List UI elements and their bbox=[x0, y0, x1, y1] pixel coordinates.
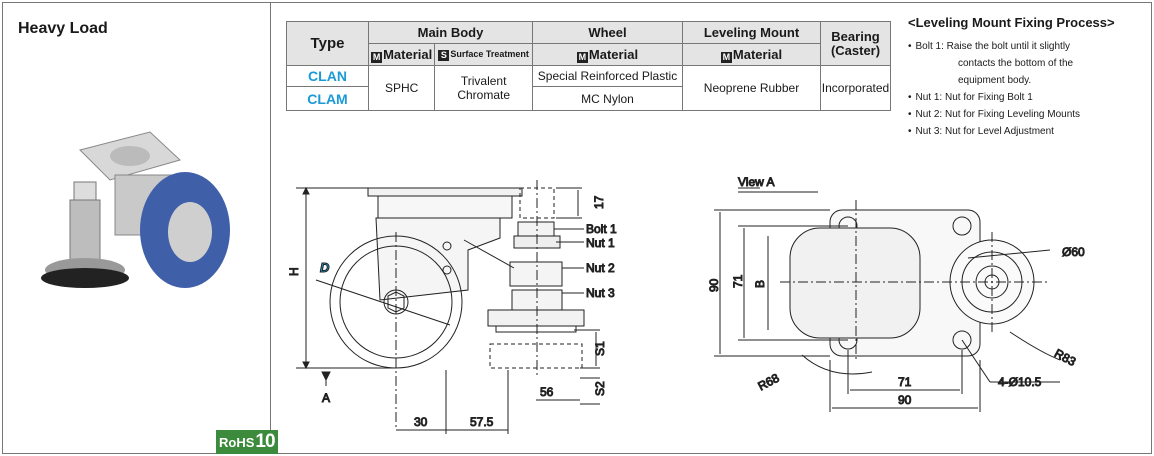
dim-71-vertical: 71 bbox=[731, 274, 745, 288]
process-bolt-1: Bolt 1: Raise the bolt until it slightly… bbox=[908, 38, 1148, 89]
product-panel: Heavy Load RoHS 10 bbox=[2, 2, 278, 454]
label-nut-2: Nut 2 bbox=[586, 261, 615, 275]
process-bolt-1-line-3: equipment body. bbox=[958, 75, 1032, 86]
type-header: Type bbox=[286, 21, 369, 66]
dim-s2: S2 bbox=[593, 381, 607, 396]
bearing-header: Bearing (Caster) bbox=[820, 21, 891, 66]
side-view bbox=[296, 180, 600, 434]
process-title: <Leveling Mount Fixing Process> bbox=[908, 15, 1115, 30]
m-badge-icon: M bbox=[371, 51, 383, 63]
dim-90-vertical: 90 bbox=[707, 278, 721, 292]
main-body-header: Main Body bbox=[368, 21, 533, 44]
caster-photo bbox=[41, 131, 230, 288]
dim-30: 30 bbox=[414, 415, 428, 429]
m-badge-icon: M bbox=[576, 51, 588, 63]
surface-treatment-label: Surface Treatment bbox=[450, 48, 529, 59]
process-bolt-1-text: Bolt 1: Raise the bolt until it slightly bbox=[915, 41, 1071, 52]
table-row: CLAN SPHC Trivalent Chromate Special Rei… bbox=[286, 65, 891, 111]
process-nut-1: Nut 1: Nut for Fixing Bolt 1 bbox=[908, 89, 1148, 106]
main-material-cell: SPHC bbox=[367, 65, 436, 111]
leveling-material-cell: Neoprene Rubber bbox=[682, 65, 821, 111]
wheel-header: Wheel bbox=[532, 21, 683, 44]
surface-treatment-cell: Trivalent Chromate bbox=[434, 65, 533, 111]
dim-b: B bbox=[753, 280, 767, 288]
dim-s1: S1 bbox=[593, 341, 607, 356]
view-a bbox=[714, 187, 1061, 412]
process-bolt-1-line-2: contacts the bottom of the bbox=[958, 58, 1074, 69]
dim-90-horizontal: 90 bbox=[898, 393, 912, 407]
side-view-labels: 17 Bolt 1 Nut 1 Nut 2 Nut 3 H D A S1 S2 … bbox=[287, 195, 618, 430]
process-nut-3: Nut 3: Nut for Level Adjustment bbox=[908, 123, 1148, 140]
dim-dia-60: Ø60 bbox=[1062, 245, 1085, 259]
process-nut-2: Nut 2: Nut for Fixing Leveling Mounts bbox=[908, 106, 1148, 123]
dim-h: H bbox=[287, 267, 301, 276]
dim-56: 56 bbox=[540, 385, 554, 399]
rohs-badge: RoHS 10 bbox=[216, 430, 278, 454]
dim-d: D bbox=[320, 260, 330, 275]
table-row: CLAM MC Nylon bbox=[286, 86, 891, 111]
surface-line-1: Trivalent bbox=[460, 74, 507, 88]
bearing-label: Bearing bbox=[831, 28, 880, 44]
dim-r83: R83 bbox=[1052, 346, 1078, 369]
wheel-material-clam: MC Nylon bbox=[532, 86, 683, 111]
bearing-sub: (Caster) bbox=[830, 42, 881, 58]
wheel-material-label: Material bbox=[588, 46, 639, 62]
process-list: Bolt 1: Raise the bolt until it slightly… bbox=[908, 38, 1148, 140]
s-badge-icon: S bbox=[438, 49, 450, 61]
rohs-number: 10 bbox=[255, 431, 275, 452]
surface-line-2: Chromate bbox=[457, 88, 510, 102]
label-nut-3: Nut 3 bbox=[586, 286, 615, 300]
main-material-label: Material bbox=[383, 46, 433, 62]
fixing-process: <Leveling Mount Fixing Process> Bolt 1: … bbox=[908, 15, 1148, 140]
label-a: A bbox=[322, 391, 330, 405]
m-badge-icon: M bbox=[720, 51, 732, 63]
product-title: Heavy Load bbox=[18, 20, 108, 37]
label-bolt-1: Bolt 1 bbox=[586, 222, 617, 236]
dim-r68: R68 bbox=[756, 371, 782, 394]
bearing-cell: Incorporated bbox=[820, 65, 891, 111]
label-nut-1: Nut 1 bbox=[586, 236, 615, 250]
dim-57-5: 57.5 bbox=[470, 415, 494, 429]
dim-71-horizontal: 71 bbox=[898, 375, 912, 389]
type-clam: CLAM bbox=[286, 86, 369, 111]
leveling-material-label: Material bbox=[732, 46, 783, 62]
wheel-material-clan: Special Reinforced Plastic bbox=[532, 65, 683, 87]
dim-17: 17 bbox=[592, 195, 606, 209]
view-a-title: View A bbox=[738, 175, 774, 189]
spec-table: Type Main Body Wheel Leveling Mount Bear… bbox=[286, 21, 891, 111]
rohs-prefix: RoHS bbox=[219, 434, 255, 450]
dim-holes: 4-Ø10.5 bbox=[998, 375, 1042, 389]
